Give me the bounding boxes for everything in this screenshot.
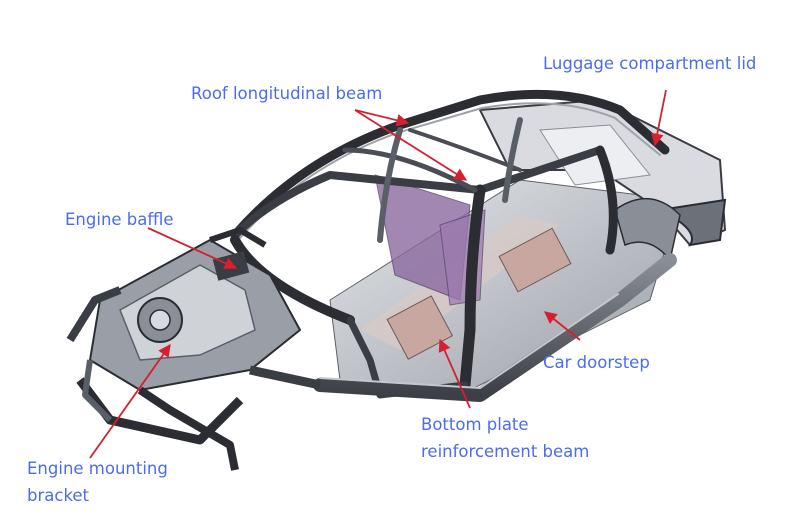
label-car-doorstep: Car doorstep bbox=[543, 353, 650, 372]
arrow-car-doorstep bbox=[544, 311, 581, 341]
label-luggage-compartment-lid: Luggage compartment lid bbox=[543, 54, 757, 73]
leader-lines bbox=[89, 89, 667, 459]
arrow-luggage-lid bbox=[651, 89, 667, 147]
arrow-roof-beam-far bbox=[354, 109, 410, 127]
arrow-engine-baffle bbox=[147, 227, 238, 270]
arrow-engine-mount bbox=[89, 343, 171, 459]
arrow-roof-beam-near bbox=[354, 109, 468, 181]
label-engine-mounting-bracket: Engine mounting bracket bbox=[27, 459, 168, 505]
arrow-bottom-plate bbox=[438, 338, 471, 409]
label-engine-baffle: Engine baffle bbox=[65, 210, 174, 229]
label-roof-longitudinal-beam: Roof longitudinal beam bbox=[191, 84, 383, 103]
label-bottom-plate-reinforcement-beam: Bottom plate reinforcement beam bbox=[421, 415, 590, 461]
